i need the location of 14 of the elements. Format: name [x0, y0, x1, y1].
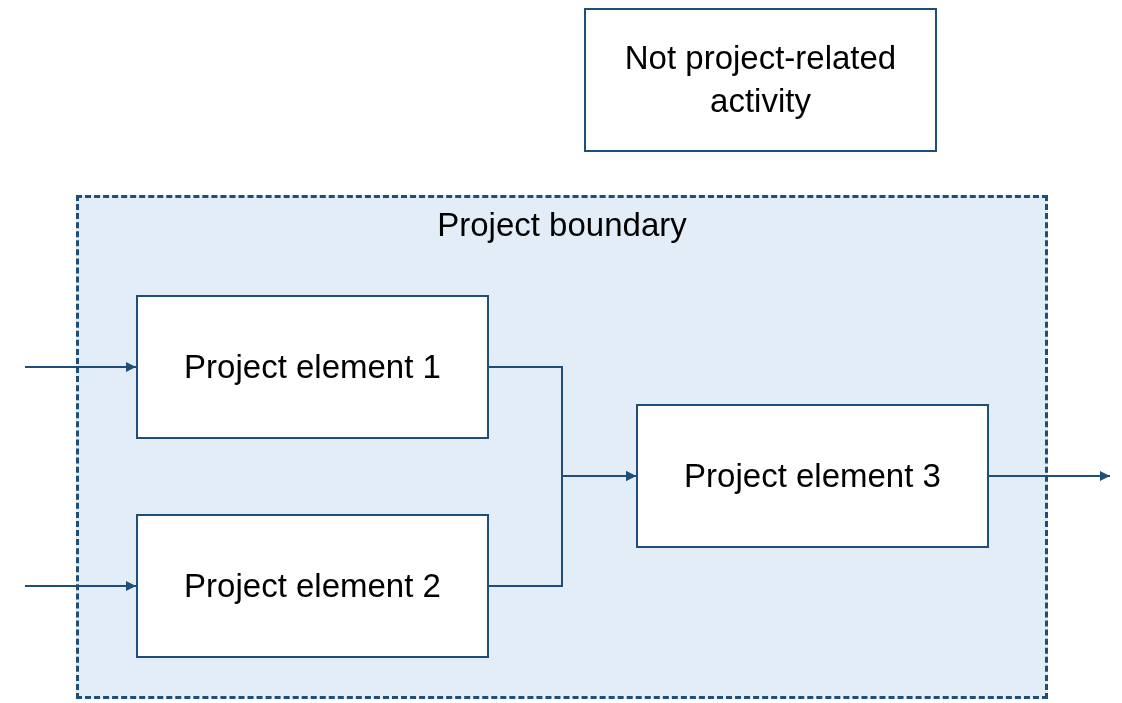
arrow — [988, 471, 1111, 481]
arrow — [24, 362, 137, 372]
arrow — [488, 471, 637, 587]
region-title: Project boundary — [437, 205, 687, 245]
box-label: Project element 1 — [184, 346, 441, 387]
box-label: Not project-related activity — [623, 38, 898, 121]
box-label: Project element 2 — [184, 565, 441, 606]
boundary-region — [76, 195, 1048, 699]
process-box — [636, 404, 989, 548]
box-label: Project element 3 — [684, 455, 941, 496]
process-box — [136, 295, 489, 439]
process-box — [136, 514, 489, 658]
process-box — [584, 8, 937, 152]
arrow — [24, 581, 137, 591]
